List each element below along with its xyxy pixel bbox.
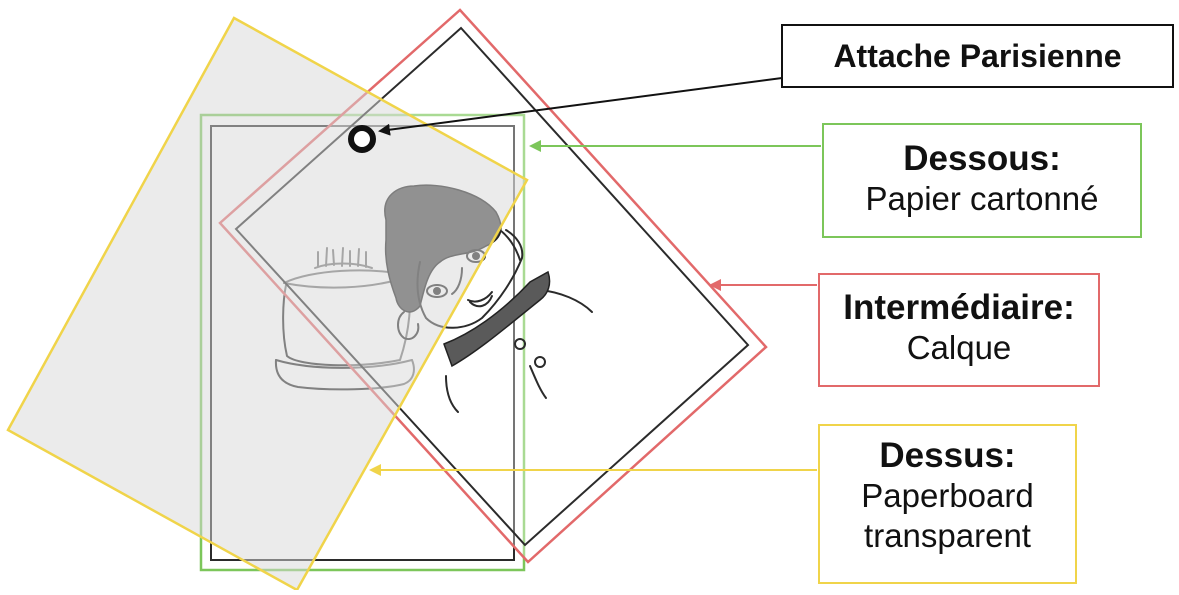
dessus-material-line1: Paperboard <box>861 477 1034 514</box>
dessus-title: Dessus: <box>879 436 1016 475</box>
attache-arrow <box>378 77 783 136</box>
dessus-material-line2: transparent <box>864 517 1031 554</box>
dessus-label-box: Dessus: Paperboard transparent <box>818 424 1077 584</box>
dessous-label-box: Dessous: Papier cartonné <box>822 123 1142 238</box>
attache-fastener-icon <box>348 125 376 153</box>
dessous-material: Papier cartonné <box>865 180 1099 217</box>
attache-title: Attache Parisienne <box>833 38 1122 74</box>
dessous-title: Dessous: <box>903 139 1061 178</box>
dessus-layer <box>6 16 529 592</box>
dessus-sheet-outline <box>6 16 529 592</box>
intermediaire-label-box: Intermédiaire: Calque <box>818 273 1100 387</box>
attache-label-box: Attache Parisienne <box>781 24 1174 88</box>
intermediaire-sheet-inner-frame <box>234 26 750 547</box>
intermediaire-material: Calque <box>906 329 1012 366</box>
intermediaire-title: Intermédiaire: <box>843 288 1075 327</box>
